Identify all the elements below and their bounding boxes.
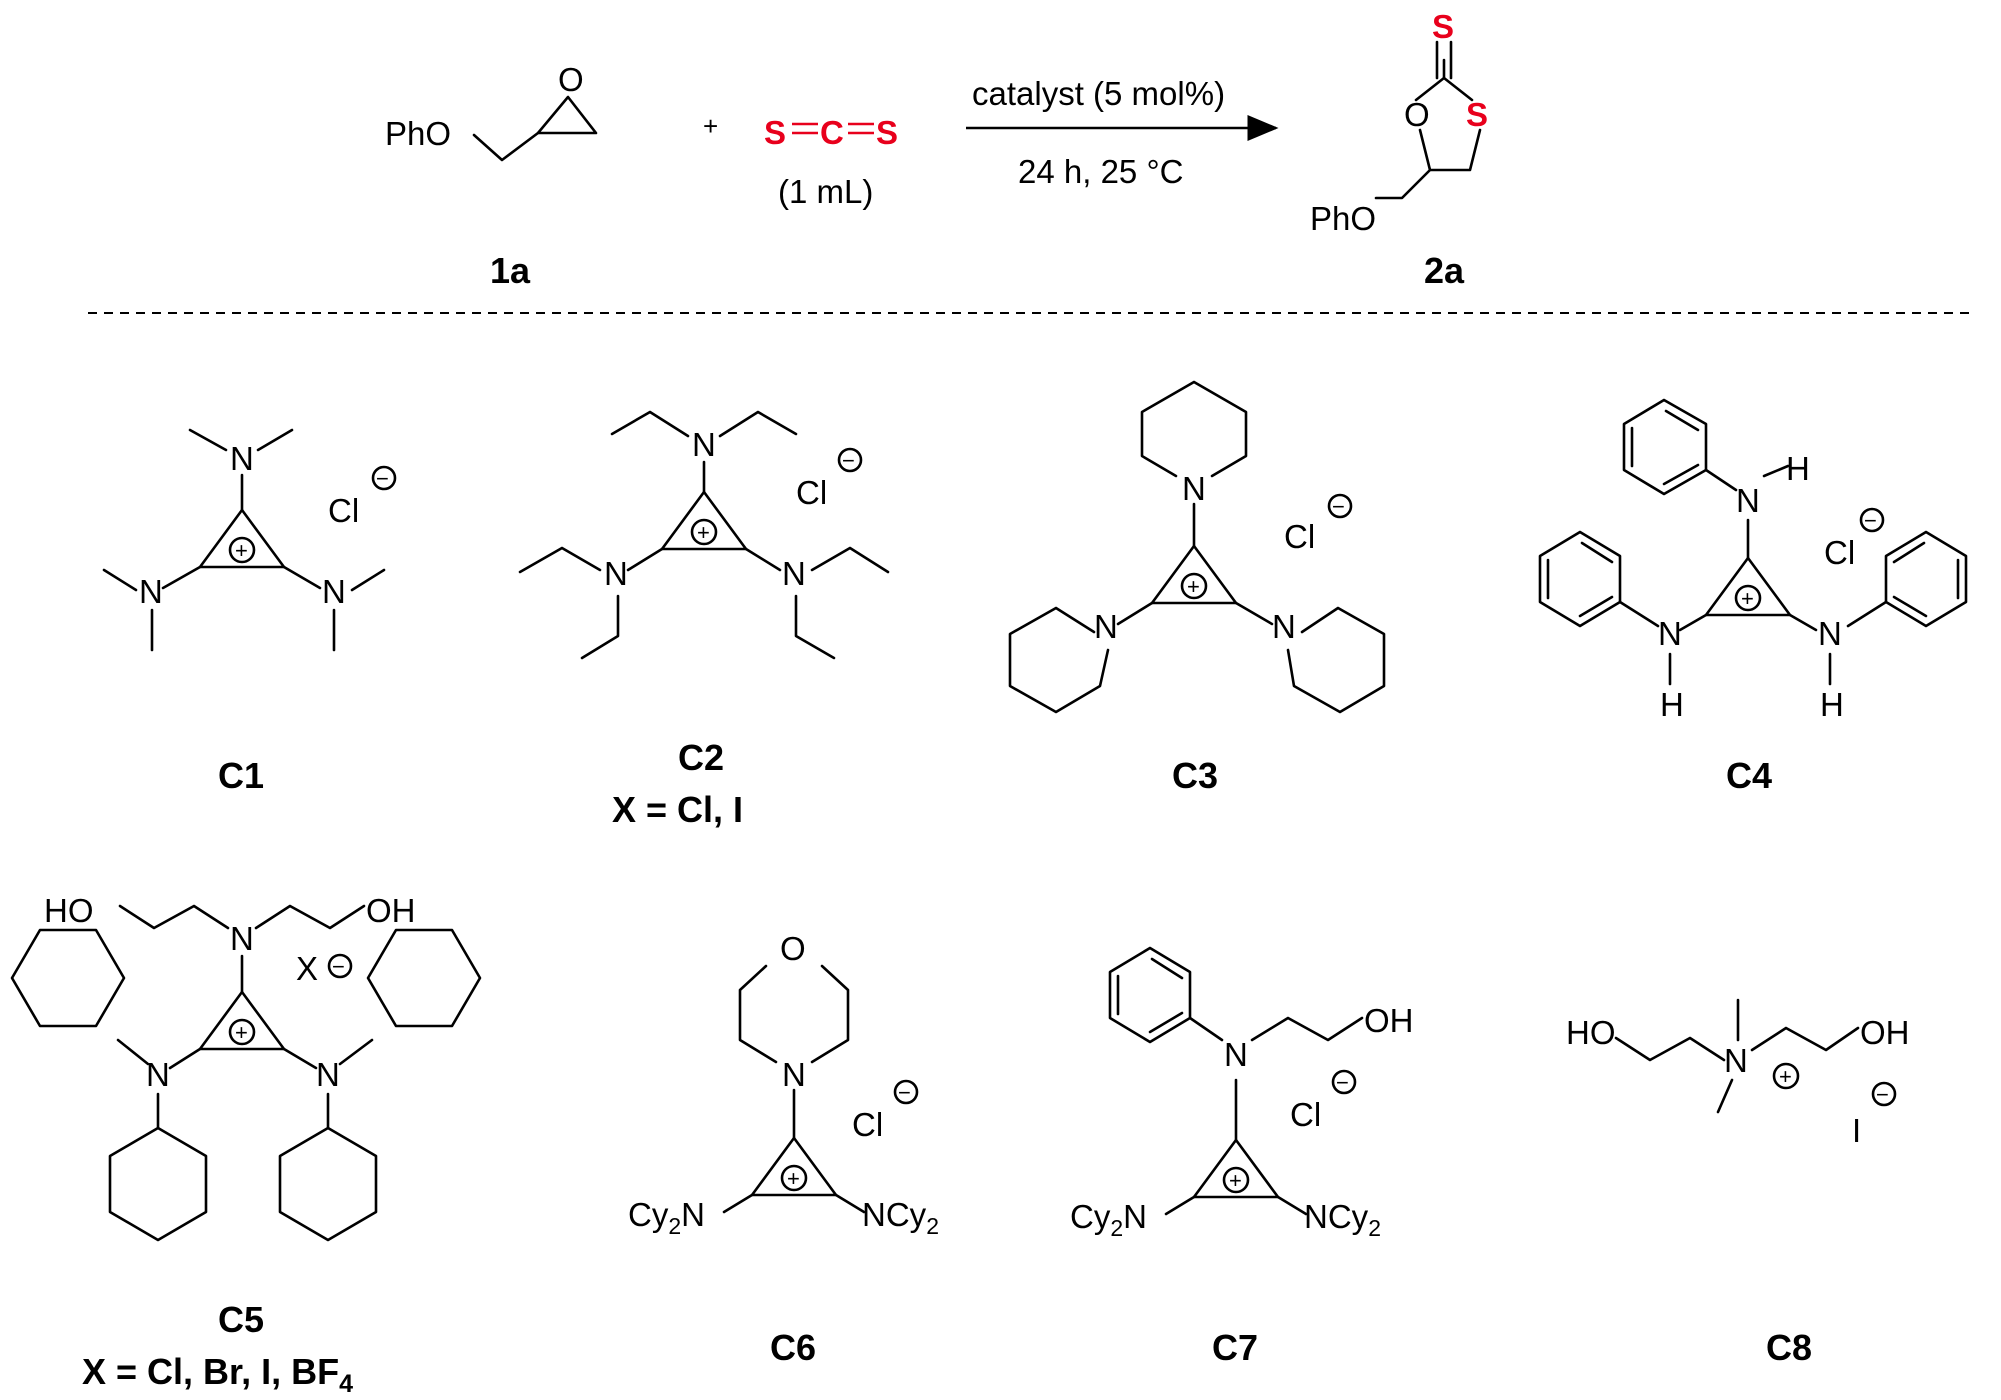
c4-label: C4	[1726, 755, 1772, 796]
pho-label: PhO	[385, 115, 451, 152]
reactant-1a: PhO O 1a	[385, 55, 598, 291]
product-ring-sulfur: S	[1466, 96, 1488, 133]
c7-n: N	[1224, 1036, 1248, 1073]
c5-counterion: X	[296, 950, 318, 987]
product-2a: S O S PhO 2a	[1310, 8, 1488, 291]
epoxide-oxygen: O	[558, 61, 584, 98]
c7-right-ncy2: NCy2	[1304, 1198, 1381, 1241]
c1-label: C1	[218, 755, 264, 796]
c3-top-n: N	[1182, 470, 1206, 507]
compound-label-2a: 2a	[1424, 250, 1465, 291]
c8-hydroxyl-left: HO	[1566, 1014, 1616, 1051]
conditions-time-temp: 24 h, 25 °C	[1018, 153, 1183, 190]
c1-right-n: N	[322, 573, 346, 610]
svg-text:+: +	[787, 1166, 800, 1191]
reaction-arrow: catalyst (5 mol%) 24 h, 25 °C	[966, 75, 1279, 190]
c3-chloride: Cl	[1284, 518, 1315, 555]
c6-label: C6	[770, 1327, 816, 1368]
c4-top-h: H	[1786, 450, 1810, 487]
catalyst-c3: + N N N Cl − C3	[1008, 380, 1386, 796]
svg-text:−: −	[1864, 508, 1877, 533]
c6-left-ncy2: Cy2N	[628, 1196, 705, 1239]
compound-label-1a: 1a	[490, 250, 531, 291]
conditions-catalyst: catalyst (5 mol%)	[972, 75, 1225, 112]
catalyst-c8: HO N OH + I − C8	[1566, 998, 1910, 1368]
c2-right-n: N	[782, 555, 806, 592]
cs2-amount: (1 mL)	[778, 173, 873, 210]
c3-right-n: N	[1272, 608, 1296, 645]
c3-left-n: N	[1094, 608, 1118, 645]
cs2-sulfur-2: S	[876, 114, 898, 151]
svg-text:−: −	[376, 466, 389, 491]
c1-top-n: N	[230, 440, 254, 477]
svg-text:+: +	[697, 520, 710, 545]
product-ring-oxygen: O	[1404, 96, 1430, 133]
c6-morpholine-n: N	[782, 1056, 806, 1093]
c6-morpholine-o: O	[780, 930, 806, 967]
svg-text:−: −	[1876, 1082, 1889, 1107]
c7-left-ncy2: Cy2N	[1070, 1198, 1147, 1241]
catalyst-c5: + N HO OH X − N N C5 X = Cl, Br, I, BF4	[10, 892, 482, 1398]
c5-top-n: N	[230, 920, 254, 957]
c5-right-n: N	[316, 1056, 340, 1093]
carbon-disulfide: S C S (1 mL)	[764, 114, 898, 210]
c8-label: C8	[1766, 1327, 1812, 1368]
svg-text:−: −	[1336, 1070, 1349, 1095]
svg-text:+: +	[1779, 1064, 1792, 1089]
cs2-sulfur-1: S	[764, 114, 786, 151]
c7-chloride: Cl	[1290, 1096, 1321, 1133]
svg-text:−: −	[332, 954, 345, 979]
c5-counterion-note: X = Cl, Br, I, BF4	[82, 1351, 353, 1398]
product-exo-sulfur: S	[1432, 8, 1454, 45]
c6-chloride: Cl	[852, 1106, 883, 1143]
svg-text:−: −	[898, 1080, 911, 1105]
c5-label: C5	[218, 1299, 264, 1340]
c4-top-n: N	[1736, 482, 1760, 519]
c7-label: C7	[1212, 1327, 1258, 1368]
c6-right-ncy2: NCy2	[862, 1196, 939, 1239]
catalyst-c6: + N O Cy2N NCy2 Cl − C6	[628, 930, 939, 1368]
c2-left-n: N	[604, 555, 628, 592]
svg-text:−: −	[842, 448, 855, 473]
c5-hydroxyl-right: OH	[366, 892, 416, 929]
c1-chloride: Cl	[328, 492, 359, 529]
c3-label: C3	[1172, 755, 1218, 796]
svg-text:+: +	[1741, 586, 1754, 611]
c4-left-h: H	[1660, 686, 1684, 723]
cs2-carbon: C	[820, 114, 844, 151]
svg-text:+: +	[1187, 574, 1200, 599]
c5-hydroxyl-left: HO	[44, 892, 94, 929]
svg-text:+: +	[1229, 1168, 1242, 1193]
catalyst-c4: + N H N H N H Cl − C4	[1538, 398, 1968, 796]
c8-hydroxyl-right: OH	[1860, 1014, 1910, 1051]
c8-n: N	[1724, 1042, 1748, 1079]
svg-text:−: −	[1332, 494, 1345, 519]
svg-text:+: +	[235, 538, 248, 563]
c4-chloride: Cl	[1824, 534, 1855, 571]
c2-counterion-note: X = Cl, I	[612, 789, 743, 830]
plus-sign: +	[703, 111, 718, 141]
svg-text:+: +	[235, 1020, 248, 1045]
c7-hydroxyl: OH	[1364, 1002, 1414, 1039]
product-pho-label: PhO	[1310, 200, 1376, 237]
c2-top-n: N	[692, 426, 716, 463]
c4-right-h: H	[1820, 686, 1844, 723]
catalyst-c7: + N OH Cy2N NCy2 Cl − C7	[1070, 946, 1414, 1368]
c8-iodide: I	[1852, 1112, 1861, 1149]
c2-label: C2	[678, 737, 724, 778]
c1-left-n: N	[139, 573, 163, 610]
c4-right-n: N	[1818, 615, 1842, 652]
c5-left-n: N	[146, 1056, 170, 1093]
c4-left-n: N	[1658, 615, 1682, 652]
catalyst-c1: + N N N Cl − C1	[102, 428, 397, 796]
catalyst-c2: + N N N Cl − C2 X = Cl, I	[518, 410, 890, 830]
c2-chloride: Cl	[796, 474, 827, 511]
